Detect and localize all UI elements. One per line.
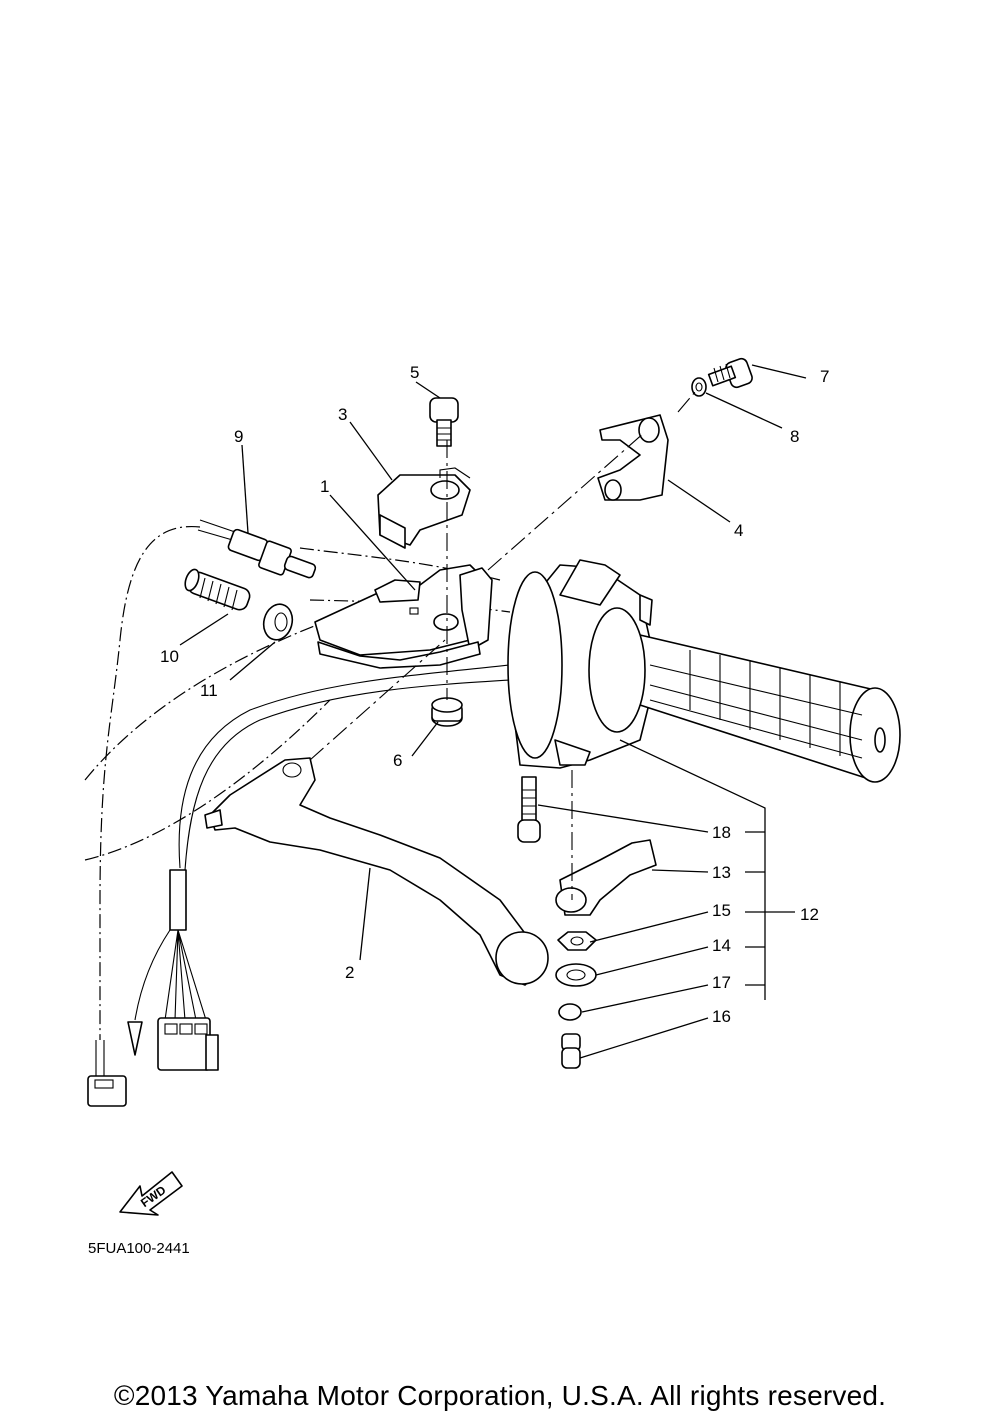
- holder-clamp: [597, 414, 669, 501]
- switch: [377, 467, 471, 549]
- callout-6: 6: [393, 751, 402, 770]
- callout-1: 1: [320, 477, 329, 496]
- callout-15: 15: [712, 901, 731, 920]
- callout-13: 13: [712, 863, 731, 882]
- callout-2: 2: [345, 963, 354, 982]
- callout-4: 4: [734, 521, 743, 540]
- callout-7: 7: [820, 367, 829, 386]
- drawing-code: 5FUA100-2441: [88, 1240, 190, 1257]
- washer: [691, 377, 707, 397]
- adjuster-bolt: [184, 568, 251, 611]
- lever: [204, 757, 549, 986]
- cable-adjuster: [197, 519, 317, 579]
- leader-lines: [179, 364, 807, 1059]
- callout-10: 10: [160, 647, 179, 666]
- callout-18: 18: [712, 823, 731, 842]
- callout-3: 3: [338, 405, 347, 424]
- callout-17: 17: [712, 973, 731, 992]
- forward-direction-arrow: FWD: [119, 1171, 183, 1216]
- callout-9: 9: [234, 427, 243, 446]
- lock-nut: [262, 603, 294, 641]
- clamp-screw: [707, 357, 753, 389]
- throttle-housing-grip: [507, 559, 901, 783]
- pivot-bolt: [429, 397, 459, 447]
- callout-numbers: 5 3 9 1 7 8 4 10 11 6 2 18 13 15 12 14 1…: [160, 363, 829, 1026]
- copyright-notice: ©2013 Yamaha Motor Corporation, U.S.A. A…: [113, 1380, 887, 1411]
- callout-16: 16: [712, 1007, 731, 1026]
- callout-12: 12: [800, 905, 819, 924]
- callout-5: 5: [410, 363, 419, 382]
- lever-holder: [314, 564, 493, 669]
- callout-14: 14: [712, 936, 731, 955]
- wire-connectors: [87, 869, 219, 1107]
- throttle-lever-hardware: [517, 776, 657, 1069]
- callout-11: 11: [200, 681, 218, 700]
- pivot-nut: [431, 697, 463, 727]
- callout-8: 8: [790, 427, 799, 446]
